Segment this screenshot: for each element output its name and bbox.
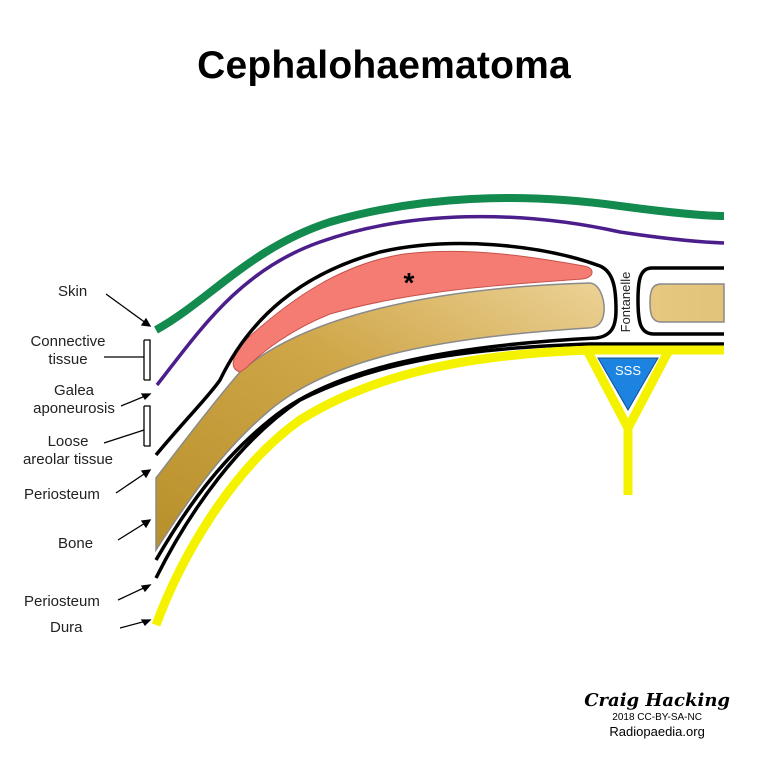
label-pointers bbox=[103, 293, 152, 629]
label-skin: Skin bbox=[58, 283, 87, 301]
galea-arrowhead bbox=[140, 393, 152, 401]
galea-layer bbox=[155, 214, 725, 387]
label-connective-line1: Connective bbox=[30, 333, 106, 350]
falx-right bbox=[624, 349, 672, 431]
label-bone: Bone bbox=[58, 535, 93, 553]
skin-layer bbox=[154, 194, 725, 334]
label-loose-line2: areolar tissue bbox=[22, 451, 114, 468]
label-skin-text: Skin bbox=[58, 283, 88, 300]
label-periosteum-outer: Periosteum bbox=[24, 486, 100, 504]
connective-bracket bbox=[143, 339, 151, 381]
credit-license: 2018 CC-BY-SA-NC bbox=[612, 712, 702, 723]
periosteum-outer-right bbox=[636, 266, 724, 336]
loose-areolar-pointer bbox=[103, 429, 145, 444]
credit-author: Craig Hacking bbox=[584, 690, 730, 711]
label-connective-line2: tissue bbox=[48, 351, 88, 368]
skin-pointer bbox=[105, 293, 151, 327]
label-dura: Dura bbox=[50, 619, 83, 637]
sss-sinus bbox=[597, 357, 659, 412]
label-bone-text: Bone bbox=[58, 535, 94, 552]
sss-label: SSS bbox=[615, 363, 641, 378]
bone-left bbox=[155, 282, 605, 553]
periosteum-inner-arrowhead bbox=[140, 584, 152, 593]
credit-block: Craig Hacking 2018 CC-BY-SA-NC Radiopaed… bbox=[584, 690, 730, 739]
skin-arrowhead bbox=[140, 317, 152, 327]
label-galea-line1: Galea bbox=[53, 382, 95, 399]
label-galea-aponeurosis: Galea aponeurosis bbox=[30, 382, 118, 418]
bone-right bbox=[649, 283, 725, 323]
periosteum-inner bbox=[154, 342, 724, 579]
label-loose-line1: Loose bbox=[47, 433, 89, 450]
page-title: Cephalohaematoma bbox=[197, 44, 571, 87]
bone-arrowhead bbox=[140, 519, 152, 529]
haematoma-marker: * bbox=[404, 267, 415, 298]
label-dura-text: Dura bbox=[50, 619, 83, 636]
dura-arrowhead bbox=[140, 619, 152, 627]
label-loose-areolar-tissue: Loose areolar tissue bbox=[10, 433, 126, 469]
periosteum-outer-left bbox=[154, 241, 618, 561]
loose-areolar-bracket bbox=[143, 405, 151, 447]
fontanelle-label: Fontanelle bbox=[618, 272, 633, 333]
label-connective-tissue: Connective tissue bbox=[26, 333, 110, 369]
label-galea-line2: aponeurosis bbox=[33, 400, 115, 417]
label-periosteum-inner: Periosteum bbox=[24, 593, 100, 611]
dura-layer bbox=[151, 345, 724, 627]
label-periosteum-inner-text: Periosteum bbox=[24, 593, 100, 610]
credit-site: Radiopaedia.org bbox=[609, 724, 705, 739]
periosteum-outer-arrowhead bbox=[140, 469, 152, 479]
label-periosteum-outer-text: Periosteum bbox=[24, 486, 100, 503]
haematoma bbox=[232, 250, 593, 373]
